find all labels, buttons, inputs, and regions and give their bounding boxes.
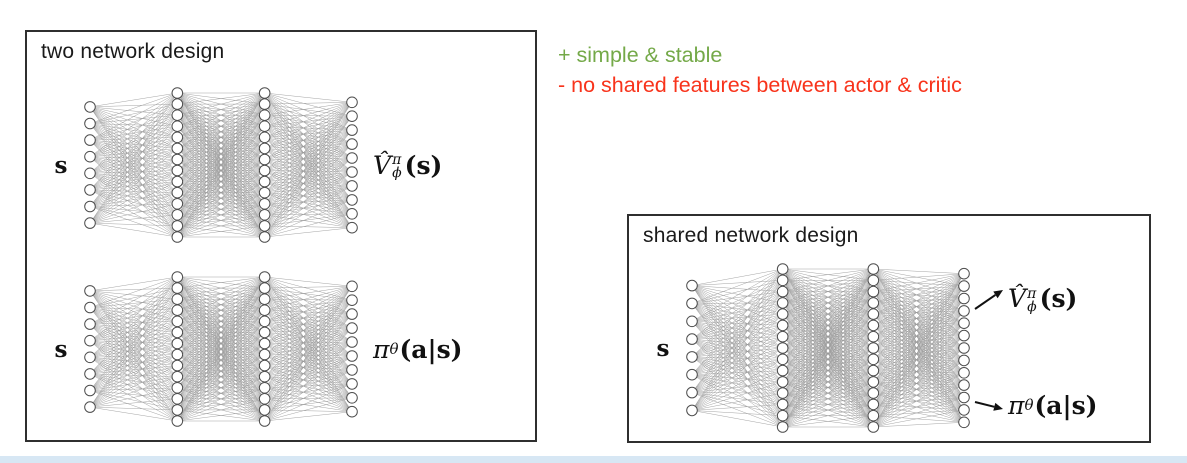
con-annotation: - no shared features between actor & cri… — [558, 73, 962, 97]
shared-network-panel-title: shared network design — [643, 224, 859, 247]
value-network-input-label: s — [54, 151, 68, 179]
bottom-accent-bar — [0, 456, 1187, 463]
pro-annotation: + simple & stable — [558, 43, 723, 67]
arrow-right-icon — [974, 400, 1003, 411]
shared-network-input-label: s — [656, 334, 670, 362]
arrow-up-right-icon — [974, 289, 1003, 310]
annotations: + simple & stable - no shared features b… — [558, 40, 962, 100]
shared-network-diagram — [686, 263, 970, 433]
policy-network-diagram — [84, 271, 358, 427]
two-network-panel-title: two network design — [41, 40, 225, 63]
value-network-diagram — [84, 87, 358, 243]
policy-network-input-label: s — [54, 335, 68, 363]
